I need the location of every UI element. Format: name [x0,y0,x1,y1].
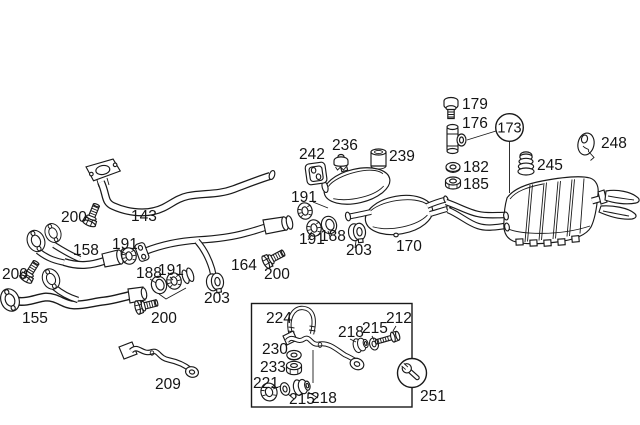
callout-215: 215 [289,391,315,408]
nut-185 [444,176,462,190]
callout-173: 173 [497,121,521,137]
group-reference-173: 173 [466,112,525,193]
callout-233: 233 [260,359,286,376]
flange [23,227,49,255]
nut-233 [285,360,303,376]
bolt-179 [443,96,459,120]
flange-plate [134,242,150,262]
grommet-221 [260,382,278,402]
callout-191: 191 [112,236,138,253]
joint-seals-lower [148,267,195,300]
callout-251: 251 [420,388,446,405]
flange [85,158,122,182]
callout-185: 185 [463,176,489,193]
clamp-203 [347,222,368,245]
callout-203: 203 [346,242,372,259]
callout-209: 209 [155,376,181,393]
cap-nut-236 [333,153,349,171]
callout-203: 203 [204,290,230,307]
hanger-bracket [282,330,365,383]
callout-188: 188 [136,265,162,282]
callout-155: 155 [22,310,48,327]
callout-245: 245 [537,157,563,174]
holder-bracket-209 [118,341,199,378]
hanger-hardware-inset [250,302,413,408]
callout-191: 191 [299,231,325,248]
callout-230: 230 [262,341,288,358]
tail-pipe-tip [598,205,637,220]
callout-200: 200 [2,266,28,283]
callout-200: 200 [264,266,290,283]
callout-labels: 179 176 248 245 182 185 242 236 239 200 … [2,96,627,408]
callout-224: 224 [266,310,292,327]
callout-179: 179 [462,96,488,113]
callout-158: 158 [73,242,99,259]
wrench-icon [401,363,420,381]
callout-236: 236 [332,137,358,154]
tail-pipe-tip [604,189,640,205]
callout-221: 221 [253,375,279,392]
callout-248: 248 [601,135,627,152]
screw-212 [374,330,401,345]
callout-212: 212 [386,310,412,327]
callout-176: 176 [462,115,488,132]
callout-170: 170 [396,238,422,255]
callout-191: 191 [158,262,184,279]
rubber-buffer-245 [517,151,535,176]
callout-164: 164 [231,257,257,274]
callout-215: 215 [362,320,388,337]
rubber-mount-242 [304,161,328,186]
transfer-pipes [444,198,506,231]
callout-143: 143 [131,208,157,225]
callout-200: 200 [61,209,87,226]
tool-badge-251 [396,357,428,389]
callout-218: 218 [311,390,337,407]
rubber-cap-239 [370,148,387,170]
callout-191: 191 [291,189,317,206]
callout-218: 218 [338,324,364,341]
callout-182: 182 [463,159,489,176]
flange [0,285,24,315]
rear-muffler [503,176,640,247]
center-muffler-170 [295,163,452,249]
washer-182 [445,161,461,173]
pipe-clamp-176 [446,123,467,155]
y-pipe-164 [119,215,294,295]
bracket-248 [577,132,595,161]
callout-239: 239 [389,148,415,165]
callout-188: 188 [320,228,346,245]
grommet-230 [286,349,302,361]
callout-242: 242 [299,146,325,163]
front-pipe-155 [0,265,148,315]
front-pipe-143 [85,158,276,217]
callout-200: 200 [151,310,177,327]
